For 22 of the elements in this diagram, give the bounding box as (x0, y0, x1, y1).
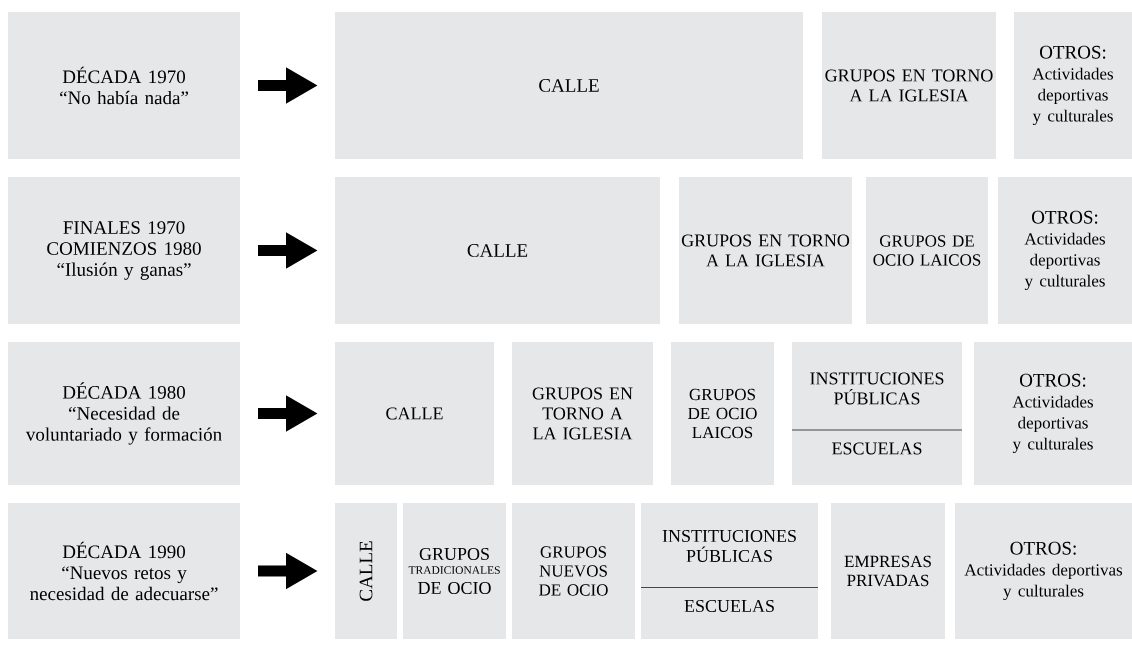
category-box: CALLE (335, 503, 397, 639)
category-box: CALLE (335, 177, 660, 324)
period-box: DÉCADA 1980 “Necesidad de voluntariado y formación (8, 342, 240, 485)
period-box: FINALES 1970 COMIENZOS 1980 “Ilusión y ganas” (8, 177, 240, 324)
category-box: OTROS: Actividades deportivas y culturales (974, 342, 1132, 485)
period-box: DÉCADA 1970 “No había nada” (8, 12, 240, 159)
category-box: INSTITUCIONES PÚBLICAS ESCUELAS (791, 342, 963, 485)
category-box: OTROS: Actividades deportivas y culturales (998, 177, 1132, 324)
category-box: GRUPOS EN TORNO A LA IGLESIA (679, 177, 852, 324)
category-box: OTROS: Actividades deportivas y culturales (955, 503, 1132, 639)
category-box: EMPRESAS PRIVADAS (831, 503, 945, 639)
period-box: DÉCADA 1990 “Nuevos retos y necesidad de adecuarse” (8, 503, 240, 639)
category-box: GRUPOS TRADICIONALES DE OCIO (403, 503, 506, 639)
category-box: INSTITUCIONES PÚBLICAS ESCUELAS (640, 503, 819, 639)
category-box: GRUPOS EN TORNO A LA IGLESIA (512, 342, 653, 485)
category-box: GRUPOS NUEVOS DE OCIO (512, 503, 635, 639)
category-box: OTROS: Actividades deportivas y culturales (1014, 12, 1132, 159)
category-box: GRUPOS DE OCIO LAICOS (671, 342, 774, 485)
category-box: GRUPOS EN TORNO A LA IGLESIA (822, 12, 996, 159)
category-box: CALLE (335, 342, 494, 485)
category-box: GRUPOS DE OCIO LAICOS (866, 177, 988, 324)
category-box: CALLE (335, 12, 803, 159)
